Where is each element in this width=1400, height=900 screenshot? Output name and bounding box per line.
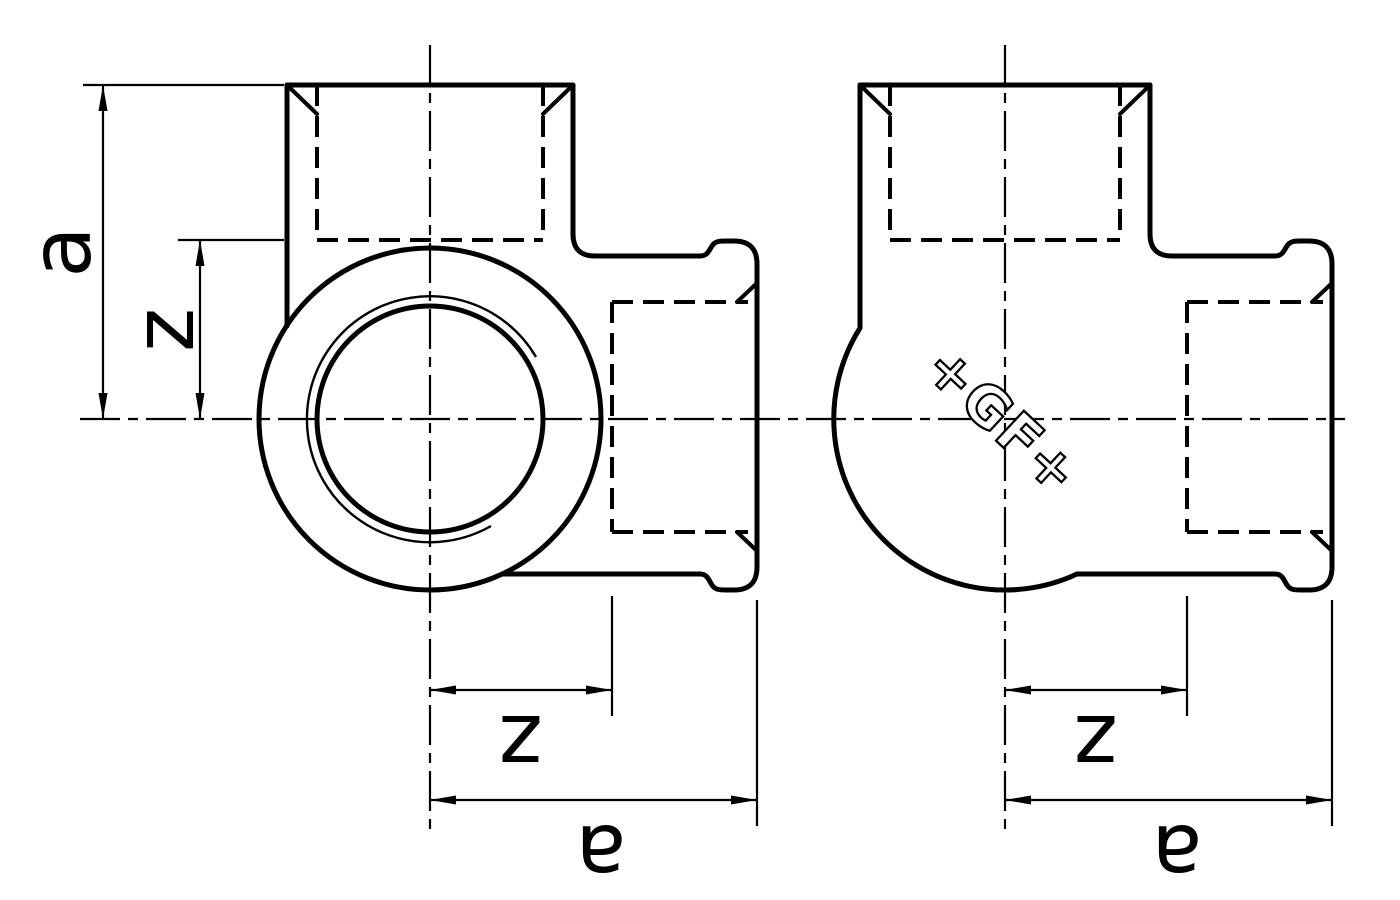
centerlines (80, 45, 1345, 830)
dimension-labels: a z z a z a (12, 226, 1203, 900)
dim-label-z-front-bottom: z (499, 696, 543, 794)
front-view-outline (256, 82, 760, 593)
side-view: +GF+ (831, 82, 1335, 593)
front-body-circle (256, 245, 604, 593)
side-view-outline (831, 82, 1335, 593)
side-port-bead (1272, 238, 1335, 593)
dimension-lines (98, 85, 1332, 805)
front-bore-circle (314, 303, 546, 535)
side-body-silhouette (831, 82, 1080, 593)
dim-label-a-front-bottom: a (575, 806, 626, 900)
front-thread-arc (305, 295, 538, 544)
dim-label-a-left: a (12, 226, 110, 277)
dim-label-z-left: z (115, 308, 213, 352)
dimensions: a z z a z a (12, 83, 1334, 900)
front-port-bead (697, 238, 760, 593)
side-view-hidden-lines (888, 85, 1323, 534)
front-view-hidden-lines (315, 85, 748, 534)
extension-lines (83, 83, 1334, 826)
dim-label-z-side-bottom: z (1074, 696, 1118, 794)
dim-label-a-side-bottom: a (1151, 806, 1202, 900)
side-view-chamfers (860, 85, 1333, 552)
manufacturer-logo: +GF+ (912, 334, 1092, 508)
front-view-chamfers (287, 85, 758, 552)
front-view (256, 82, 760, 593)
